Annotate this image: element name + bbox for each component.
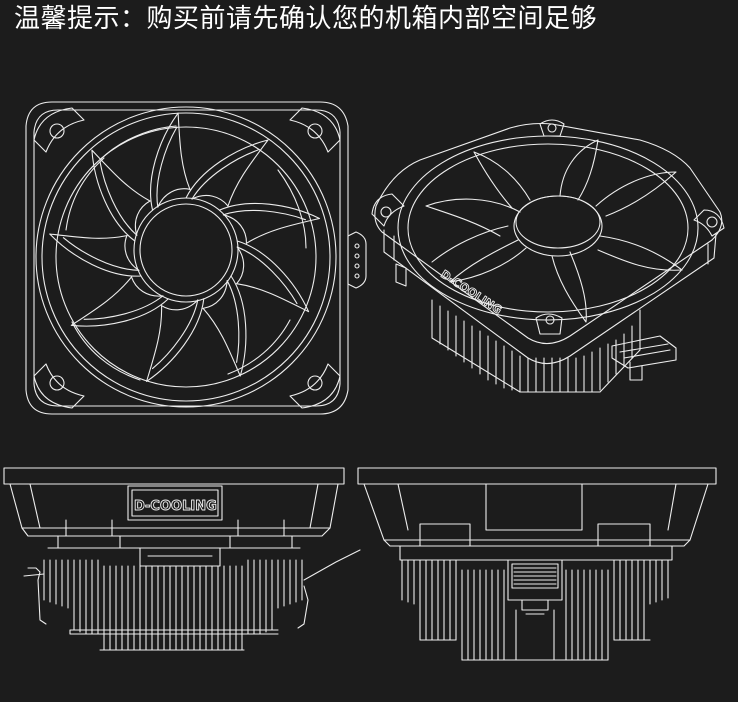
corner-mount-bl (33, 363, 85, 409)
heatsink-fins-left (43, 559, 303, 651)
corner-mount-br (289, 363, 341, 409)
corner-mount-tr (289, 107, 341, 153)
notice-text: 温馨提示：购买前请先确认您的机箱内部空间足够 (14, 4, 598, 34)
heatsink-fins-iso (431, 299, 641, 393)
corner-mount-tl (33, 107, 85, 153)
brand-logo-side: D-COOLING (134, 499, 217, 514)
heatsink-fins-right (401, 559, 669, 661)
